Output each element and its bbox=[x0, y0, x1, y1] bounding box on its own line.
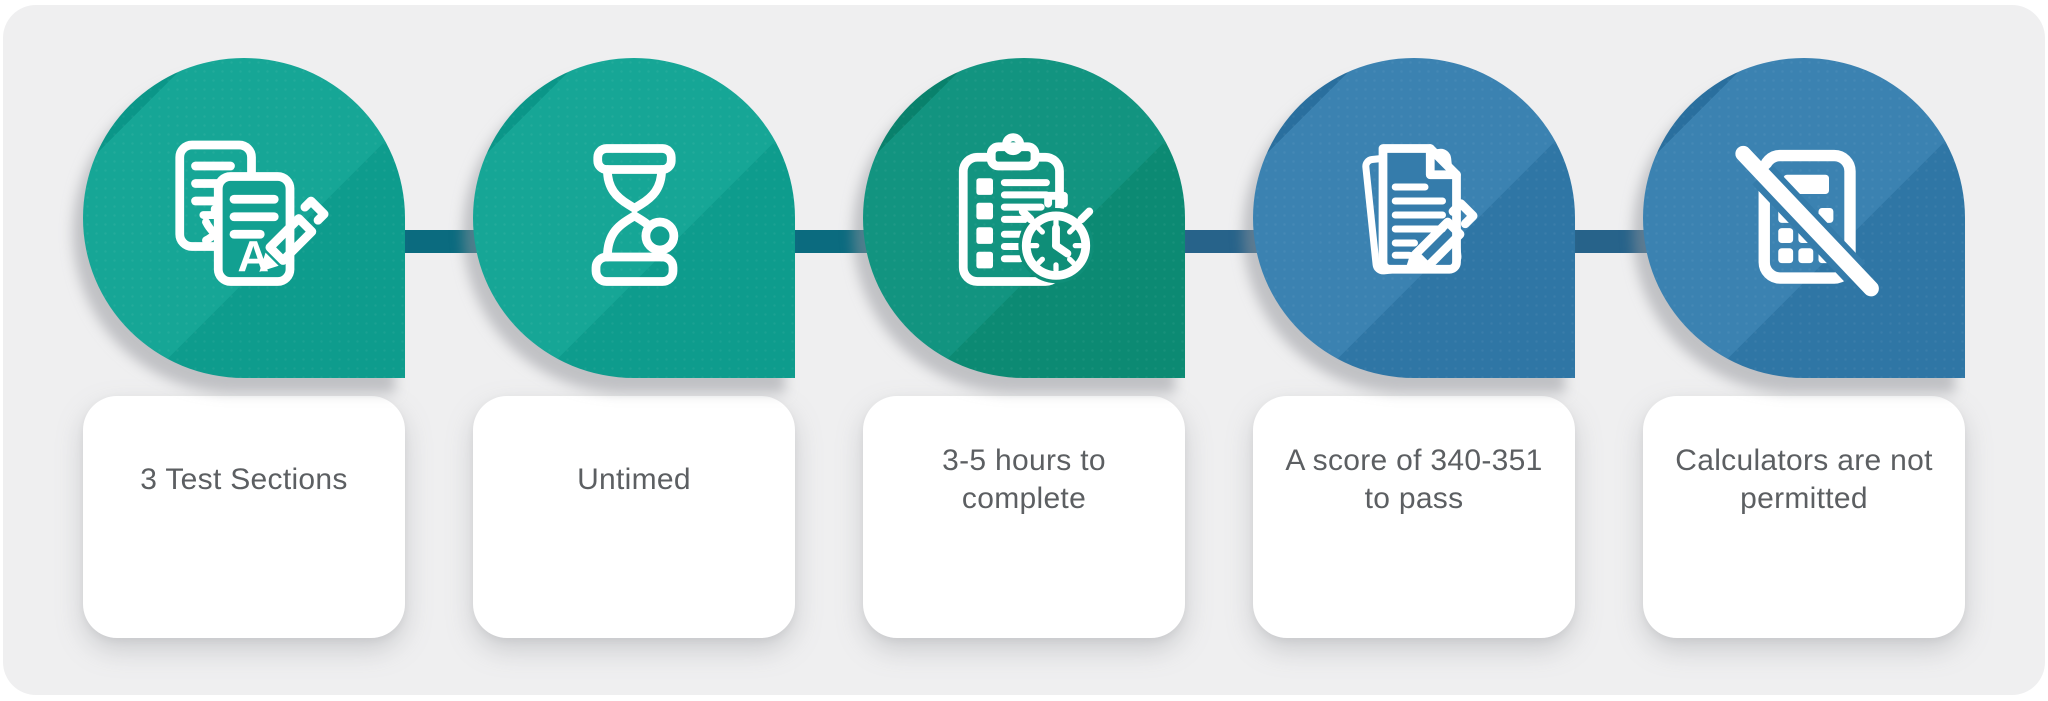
card-body: 3 Test Sections bbox=[83, 396, 405, 638]
icon-bubble bbox=[1643, 58, 1965, 378]
info-card-hours: 3-5 hours to complete bbox=[863, 58, 1185, 638]
icon-bubble: A bbox=[83, 58, 405, 378]
icon-bubble bbox=[473, 58, 795, 378]
card-label: Calculators are not permitted bbox=[1675, 444, 1933, 515]
svg-text:A: A bbox=[237, 232, 269, 281]
card-body: Untimed bbox=[473, 396, 795, 638]
document-pencil-icon bbox=[1327, 131, 1502, 306]
card-body: A score of 340-351 to pass bbox=[1253, 396, 1575, 638]
card-label: 3 Test Sections bbox=[140, 463, 348, 496]
clipboard-stopwatch-icon bbox=[937, 131, 1112, 306]
info-card-untimed: Untimed bbox=[473, 58, 795, 638]
card-label: A score of 340-351 to pass bbox=[1285, 444, 1543, 515]
info-card-calculators: Calculators are not permitted bbox=[1643, 58, 1965, 638]
translation-documents-icon: A bbox=[157, 131, 332, 306]
hourglass-icon bbox=[547, 131, 722, 306]
card-label: Untimed bbox=[577, 463, 691, 496]
info-cards-row: A 3 Test Sections Untimed 3-5 hours to c… bbox=[83, 58, 1965, 638]
card-body: 3-5 hours to complete bbox=[863, 396, 1185, 638]
card-label: 3-5 hours to complete bbox=[942, 444, 1106, 515]
info-card-score: A score of 340-351 to pass bbox=[1253, 58, 1575, 638]
card-body: Calculators are not permitted bbox=[1643, 396, 1965, 638]
icon-bubble bbox=[863, 58, 1185, 378]
icon-bubble bbox=[1253, 58, 1575, 378]
no-calculator-icon bbox=[1717, 131, 1892, 306]
info-card-test-sections: A 3 Test Sections bbox=[83, 58, 405, 638]
